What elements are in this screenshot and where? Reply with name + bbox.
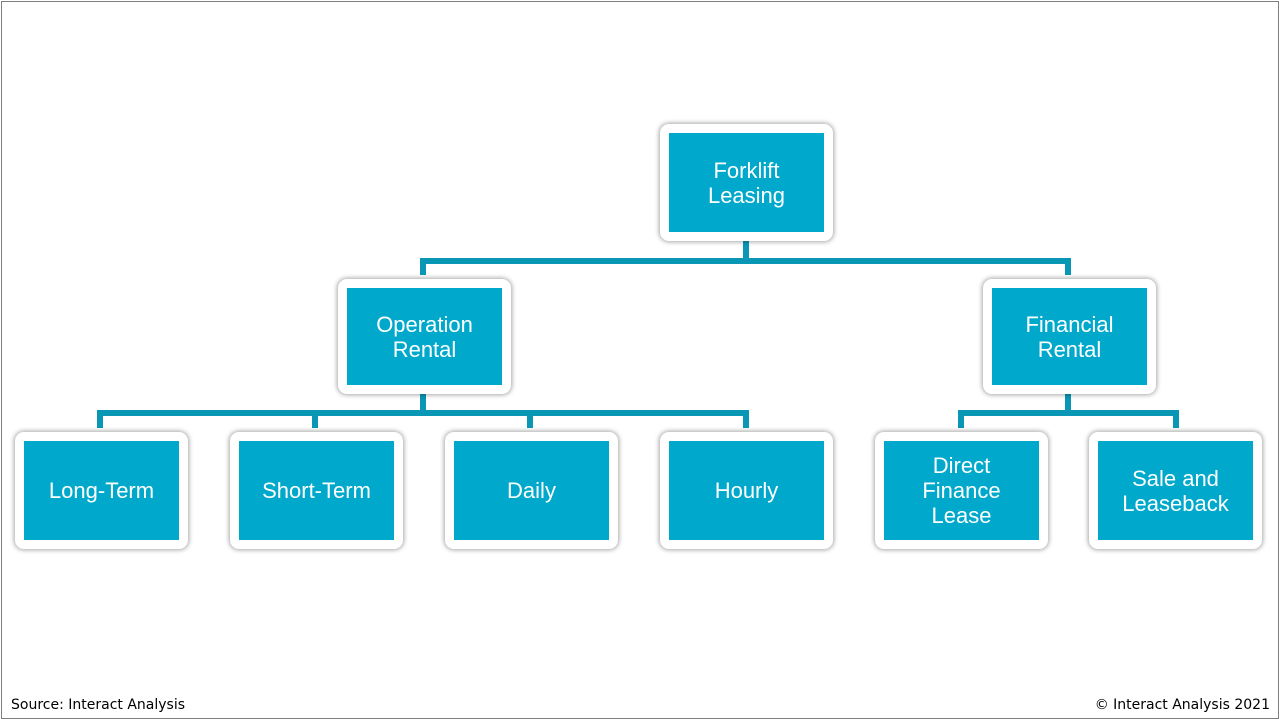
connector-root-to-level1 [420,238,1071,275]
node-hourly-label: Hourly [714,478,779,503]
connector-financial-to-children [958,391,1179,428]
node-daily: Daily [445,432,618,549]
node-hourly: Hourly [660,432,833,549]
source-note: Source: Interact Analysis [11,697,186,713]
connector-operation-to-children [97,391,749,428]
copyright-note: © Interact Analysis 2021 [1094,697,1270,713]
node-long-term-label: Long-Term [48,478,155,503]
node-daily-label: Daily [507,478,556,503]
node-short-term-label: Short-Term [262,478,371,503]
node-short-term: Short-Term [230,432,403,549]
node-long-term: Long-Term [15,432,188,549]
